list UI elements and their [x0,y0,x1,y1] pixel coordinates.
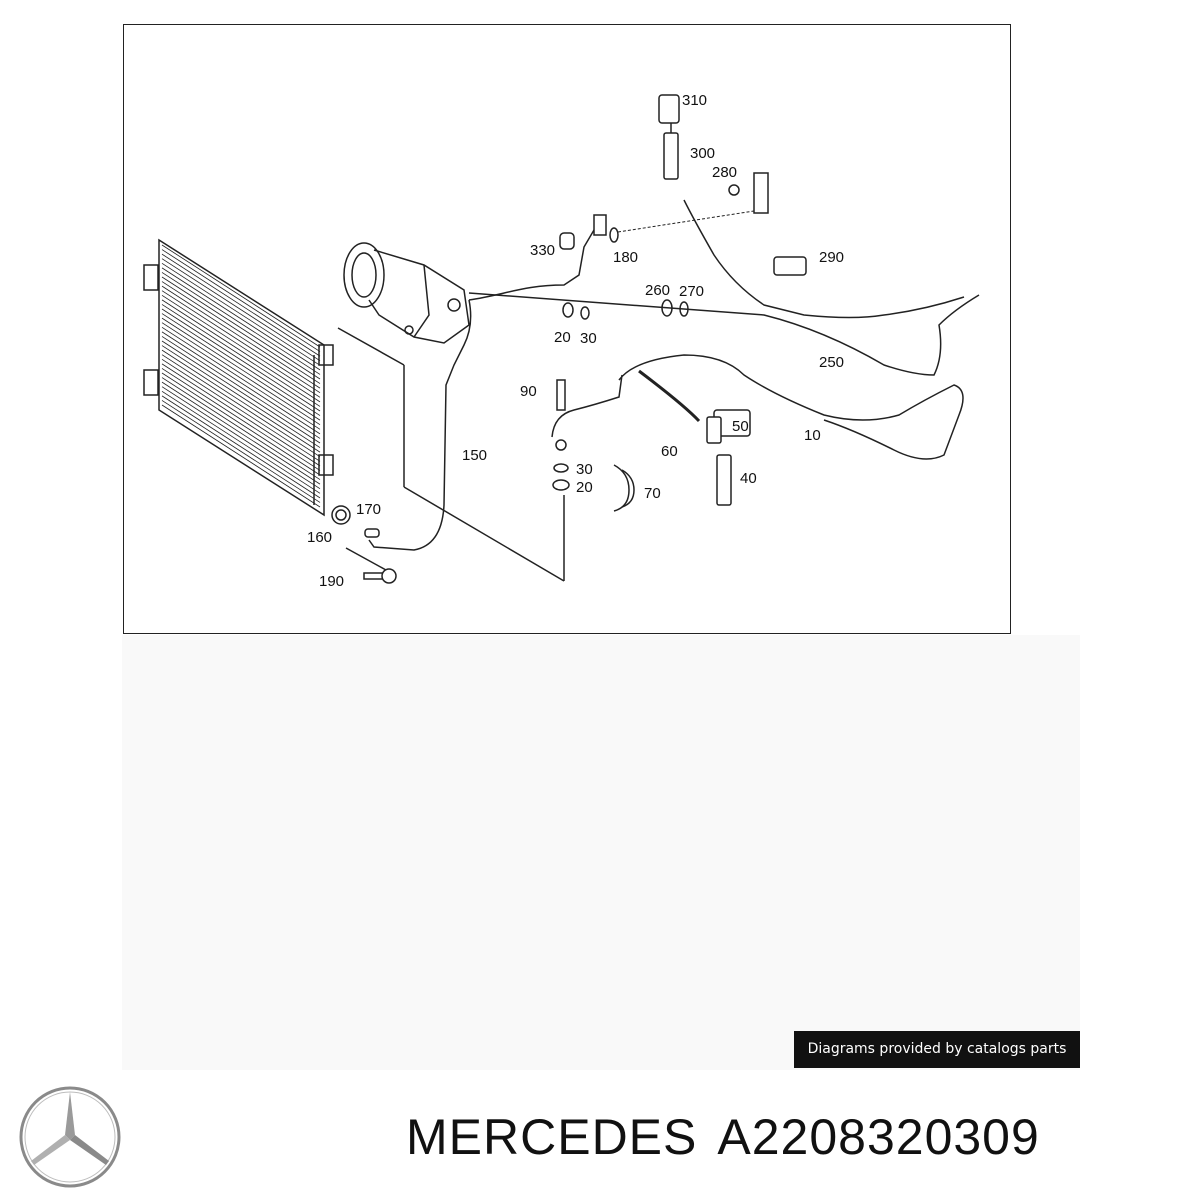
callout-170: 170 [356,501,381,518]
condenser-fin [161,304,321,407]
condenser-fin [161,290,321,394]
condenser-fin [161,272,321,375]
condenser-fin [161,354,321,458]
condenser-drawing [143,238,334,517]
callout-70: 70 [644,485,661,502]
callout-330: 330 [530,242,555,259]
condenser-fin [161,267,321,371]
callout-20-top: 20 [554,329,571,346]
callout-160: 160 [307,529,332,546]
condenser-fin [161,244,321,348]
condenser-fin [161,390,321,494]
condenser-fin [161,395,321,499]
callout-10: 10 [804,427,821,444]
callout-20-bottom: 20 [576,479,593,496]
callout-270: 270 [679,283,704,300]
condenser-fin [161,253,321,357]
condenser-fin [161,294,321,398]
callout-50: 50 [732,418,749,435]
condenser-fin [161,262,321,366]
hose-10 [618,354,964,460]
parts-diagram: 310 300 280 330 180 290 260 270 20 30 25… [123,24,1011,634]
callout-60: 60 [661,443,678,460]
callout-40: 40 [740,470,757,487]
callout-150: 150 [462,447,487,464]
hose-150 [468,229,595,301]
condenser-fin [161,249,321,352]
callout-90: 90 [520,383,537,400]
condenser-fin [161,326,321,430]
condenser-fin [161,386,321,490]
hose-250 [468,292,980,376]
callout-250: 250 [819,354,844,371]
callout-30-bottom: 30 [576,461,593,478]
condenser-fin [161,336,321,439]
part-number: A2208320309 [717,1109,1040,1165]
condenser-fin [161,331,321,435]
condenser-fin [161,308,321,412]
callout-30-top: 30 [580,330,597,347]
compressor-drawing [343,242,470,344]
credit-banner: Diagrams provided by catalogs parts [794,1031,1080,1068]
callout-260: 260 [645,282,670,299]
condenser-fin [161,404,321,508]
callout-180: 180 [613,249,638,266]
condenser-fin [161,363,321,467]
callout-300: 300 [690,145,715,162]
condenser-fin [161,349,321,453]
condenser-fin [161,368,321,471]
mercedes-star-logo [19,1086,121,1188]
brand-name: MERCEDES [406,1109,698,1165]
callout-290: 290 [819,249,844,266]
diagram-drawing: 310 300 280 330 180 290 260 270 20 30 25… [143,92,980,590]
condenser-fin [161,377,321,480]
background-panel [122,635,1080,1070]
condenser-fin [161,381,321,485]
condenser-fin [161,276,321,380]
condenser-fin [161,317,321,421]
condenser-fin [161,313,321,416]
condenser-fin [161,358,321,462]
condenser-fin [161,299,321,403]
brand-title: MERCEDES A2208320309 [406,1108,1040,1166]
condenser-fin [161,258,321,362]
condenser-fin [161,285,321,389]
condenser-fin [161,372,321,476]
condenser-fin [161,400,321,503]
callout-310: 310 [682,92,707,109]
condenser-fin [161,340,321,444]
callout-280: 280 [712,164,737,181]
condenser-fin [161,281,321,384]
condenser-fin [161,345,321,448]
condenser-fin [161,322,321,426]
callout-190: 190 [319,573,344,590]
